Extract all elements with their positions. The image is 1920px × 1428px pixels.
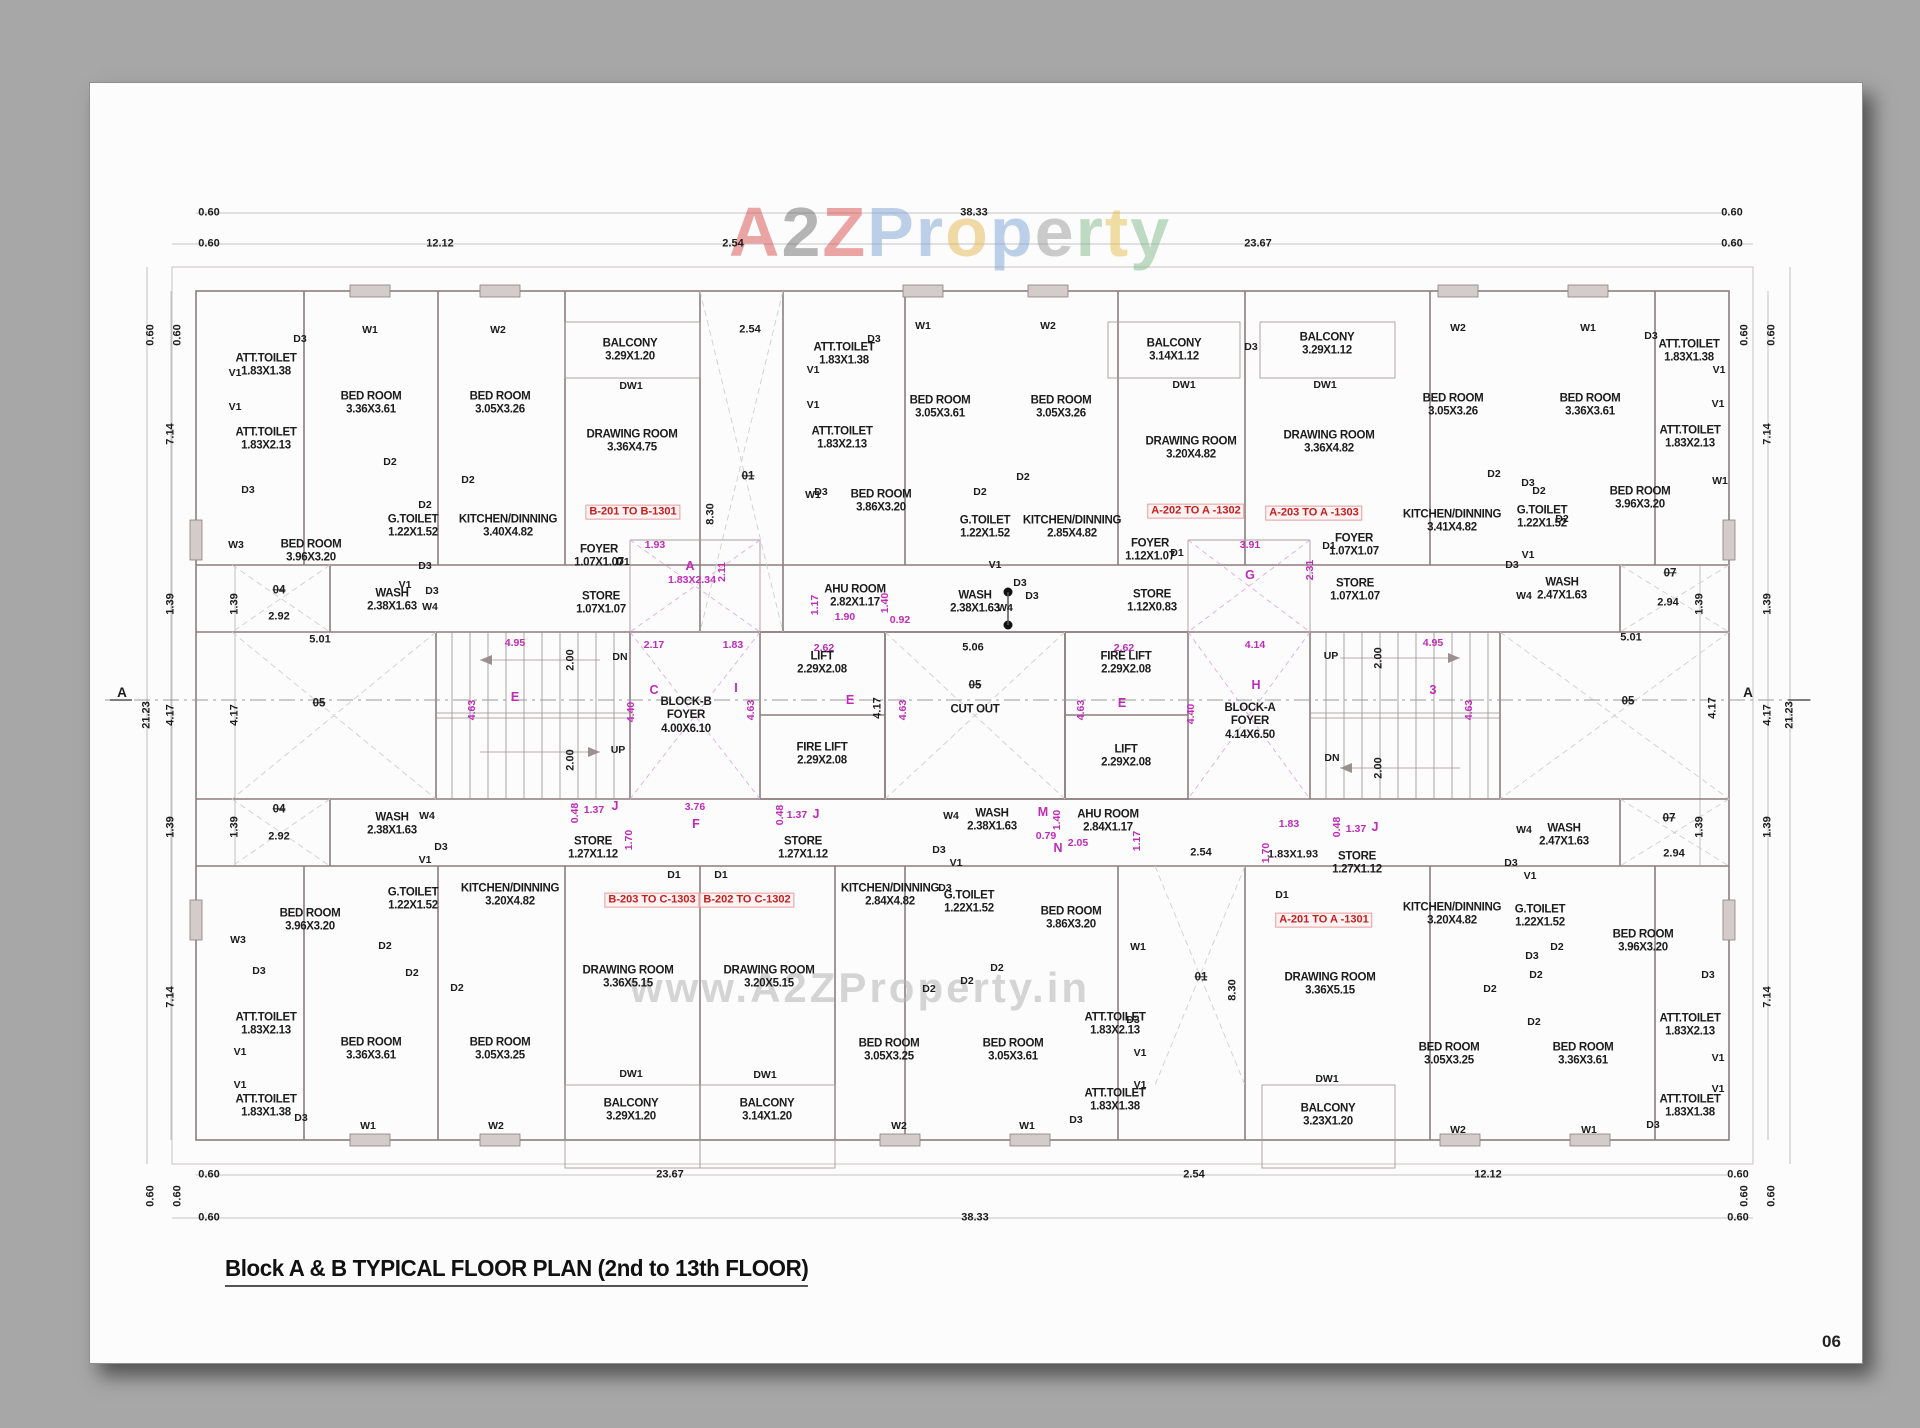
- watermark-letter: P: [867, 193, 916, 271]
- plan-title: Block A & B TYPICAL FLOOR PLAN (2nd to 1…: [225, 1255, 809, 1287]
- watermark-letter: p: [989, 193, 1035, 271]
- page-number: 06: [1822, 1332, 1841, 1351]
- watermark-letter: Z: [822, 193, 868, 271]
- watermark-letter: y: [1130, 193, 1172, 271]
- watermark-letter: e: [1034, 193, 1076, 271]
- watermark-letter: A: [728, 193, 782, 271]
- watermark-letter: 2: [781, 193, 823, 271]
- website-watermark: www.A2ZProperty.in: [629, 964, 1091, 1011]
- watermark-letter: r: [915, 193, 946, 271]
- watermark-letter: o: [945, 193, 990, 271]
- a2z-property-watermark: A2Z Property: [729, 192, 1171, 272]
- drawing-sheet: [89, 82, 1863, 1364]
- watermark-letter: r: [1075, 193, 1105, 271]
- watermark-letter: t: [1104, 193, 1131, 271]
